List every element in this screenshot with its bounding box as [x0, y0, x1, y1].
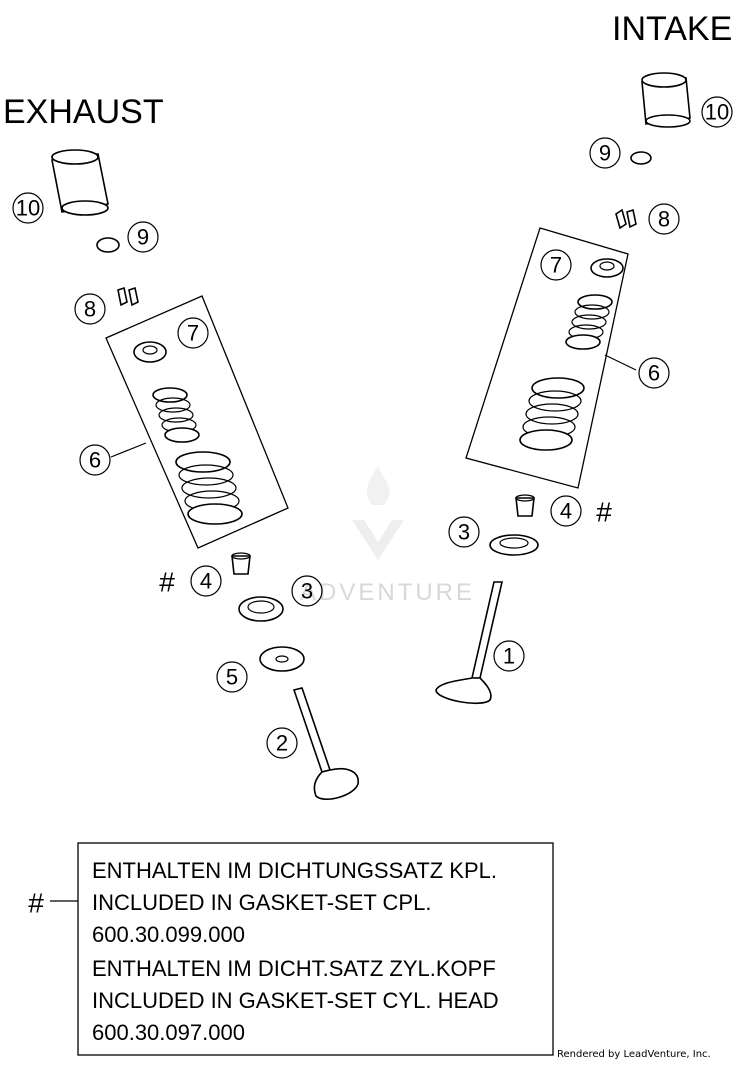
intake-inner-spring [565, 294, 613, 350]
callout-6-exhaust: 6 [79, 444, 111, 476]
svg-text:10: 10 [705, 100, 729, 125]
intake-outer-spring [519, 377, 585, 451]
intake-gasket-mark: # [596, 497, 612, 528]
svg-text:8: 8 [84, 297, 96, 322]
callout-10-intake: 10 [701, 96, 733, 128]
watermark-text: ADVENTURE [300, 579, 475, 606]
intake-valve [435, 581, 504, 704]
intake-shim [630, 151, 652, 165]
svg-text:4: 4 [200, 569, 212, 594]
callout-9-intake: 9 [589, 137, 621, 169]
callout-6-intake: 6 [638, 357, 670, 389]
svg-text:3: 3 [301, 579, 313, 604]
exhaust-valve [292, 687, 359, 800]
exhaust-outer-spring [175, 451, 243, 525]
svg-text:8: 8 [658, 207, 670, 232]
callout-9-exhaust: 9 [127, 221, 159, 253]
intake-spring-seat [489, 534, 539, 556]
callout-7-exhaust: 7 [177, 317, 209, 349]
callout-2: 2 [266, 727, 298, 759]
exhaust-valve-stem-seal [231, 552, 251, 575]
exhaust-tappet [51, 149, 109, 216]
render-credit: Rendered by LeadVenture, Inc. [557, 1049, 711, 1060]
svg-text:6: 6 [648, 361, 660, 386]
intake-spring-retainer [590, 258, 624, 278]
note-line-3: 600.30.099.000 [92, 922, 245, 947]
callout-3-exhaust: 3 [291, 575, 323, 607]
note-line-2: INCLUDED IN GASKET-SET CPL. [92, 890, 431, 915]
callout-8-intake: 8 [648, 203, 680, 235]
intake-valve-keepers [615, 208, 637, 230]
exhaust-gasket-mark: # [159, 567, 175, 598]
svg-text:7: 7 [187, 321, 199, 346]
svg-text:10: 10 [16, 196, 40, 221]
svg-text:5: 5 [226, 665, 238, 690]
svg-text:9: 9 [137, 225, 149, 250]
intake-valve-stem-seal [515, 494, 535, 517]
exhaust-shim [96, 237, 120, 253]
exhaust-inner-spring [152, 387, 200, 443]
svg-text:4: 4 [560, 499, 572, 524]
exhaust-washer [259, 646, 305, 672]
callout-4-exhaust: 4 [190, 565, 222, 597]
note-line-4: ENTHALTEN IM DICHT.SATZ ZYL.KOPF [92, 956, 496, 981]
exhaust-spring-retainer [133, 341, 167, 363]
callout-7-intake: 7 [540, 249, 572, 281]
note-box [77, 842, 554, 1056]
callout-8-exhaust: 8 [74, 293, 106, 325]
intake-tappet [641, 72, 691, 128]
svg-text:2: 2 [276, 731, 288, 756]
exhaust-valve-keepers [117, 286, 139, 307]
callout-1: 1 [493, 640, 525, 672]
exhaust-title: EXHAUST [3, 93, 164, 131]
watermark-logo [352, 465, 404, 560]
svg-text:1: 1 [503, 644, 515, 669]
svg-text:3: 3 [458, 520, 470, 545]
intake-title: INTAKE [612, 10, 732, 48]
exhaust-spring-kit-frame [105, 295, 289, 549]
note-line-5: INCLUDED IN GASKET-SET CYL. HEAD [92, 988, 499, 1013]
callout-5: 5 [216, 661, 248, 693]
note-line-1: ENTHALTEN IM DICHTUNGSSATZ KPL. [92, 858, 497, 883]
callout-4-intake: 4 [550, 495, 582, 527]
note-gasket-mark: # [28, 888, 44, 919]
callout-10-exhaust: 10 [12, 192, 44, 224]
svg-text:7: 7 [550, 253, 562, 278]
callout-3-intake: 3 [448, 516, 480, 548]
svg-text:9: 9 [599, 141, 611, 166]
svg-text:6: 6 [89, 448, 101, 473]
intake-spring-kit-frame [465, 227, 629, 489]
note-line-6: 600.30.097.000 [92, 1020, 245, 1045]
exhaust-spring-seat [238, 596, 284, 622]
